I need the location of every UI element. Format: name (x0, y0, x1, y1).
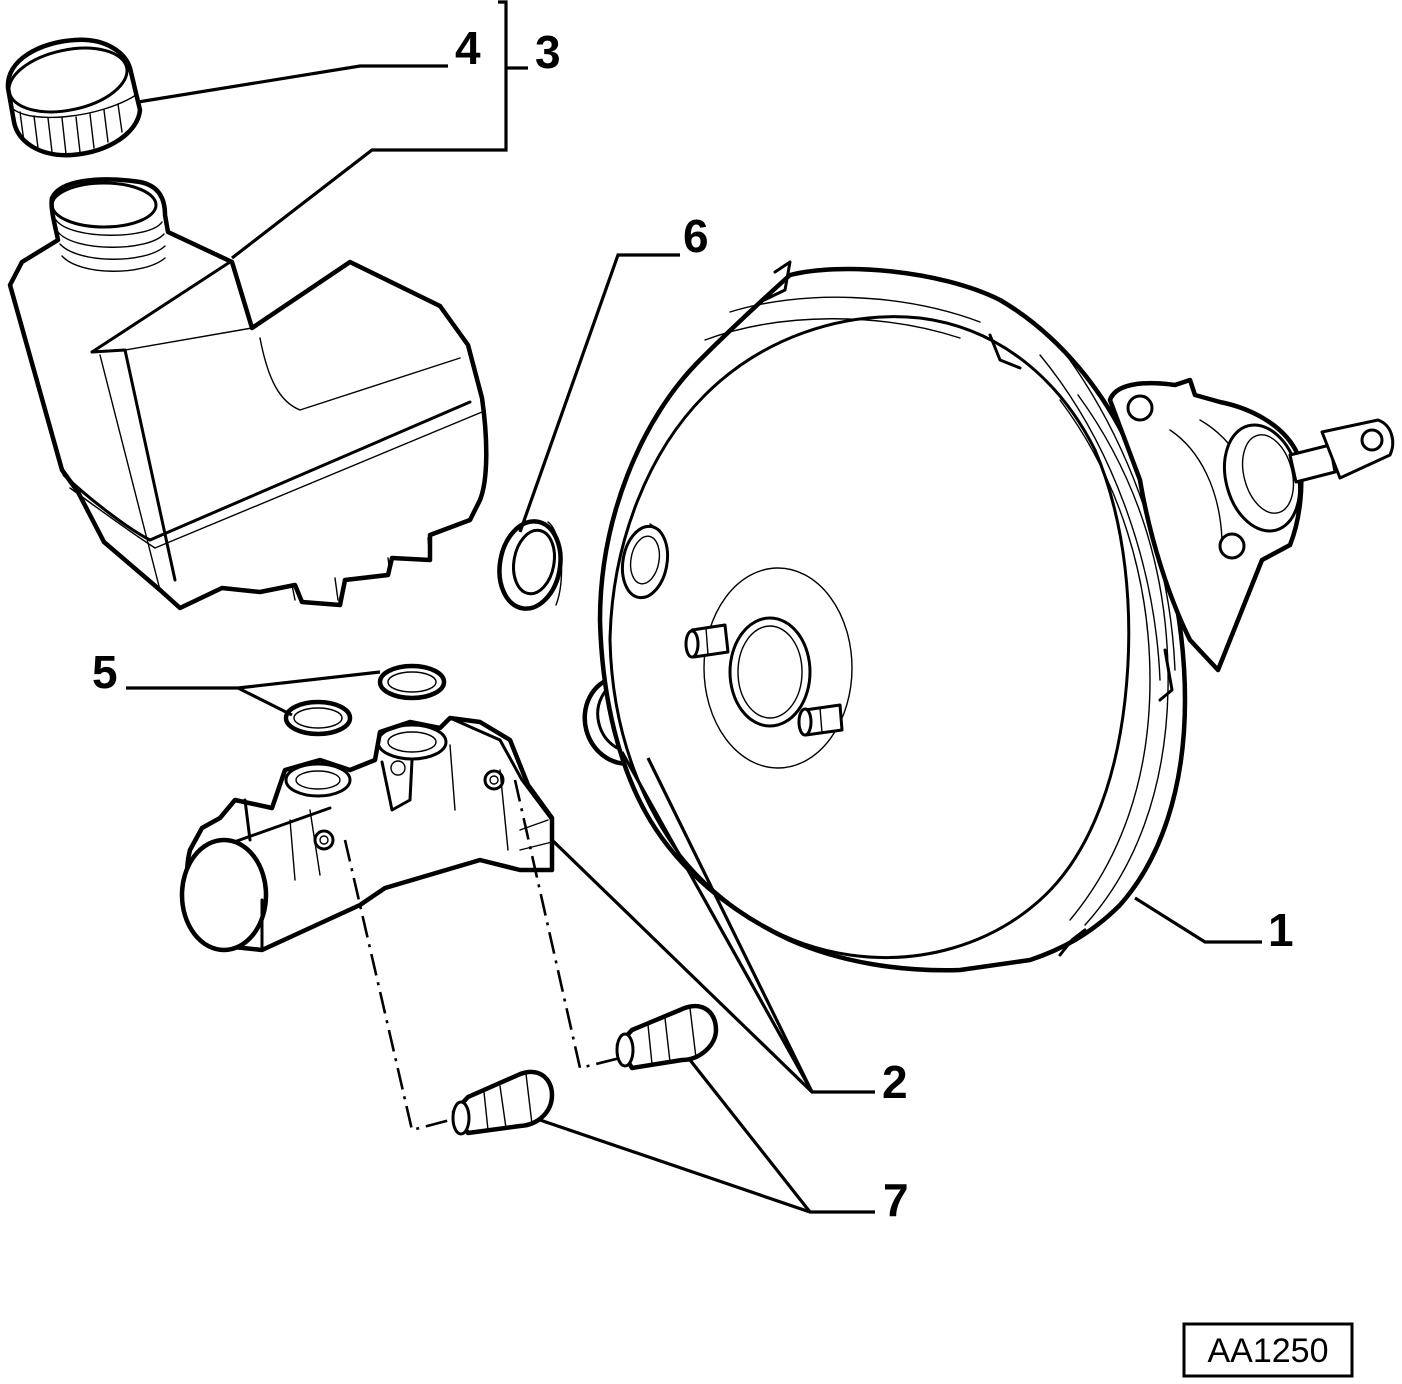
callout-4: 4 (455, 22, 481, 74)
master-cylinder (179, 715, 555, 953)
fluid-reservoir (7, 177, 489, 611)
callout-7: 7 (883, 1174, 909, 1226)
pressure-switches (451, 1003, 719, 1136)
callout-2: 2 (882, 1056, 908, 1108)
drawing-code-box: AA1250 (1182, 1322, 1354, 1378)
callout-3: 3 (535, 26, 561, 78)
reservoir-cap (5, 37, 143, 158)
drawing-code: AA1250 (1208, 1332, 1329, 1370)
brake-booster (597, 260, 1188, 973)
callout-6: 6 (683, 210, 709, 262)
booster-pushrod (1107, 377, 1395, 673)
grommet (497, 519, 563, 611)
callout-5: 5 (92, 646, 118, 698)
leader-lines (126, 0, 1262, 1214)
callout-1: 1 (1268, 904, 1294, 956)
assembly-lines (343, 779, 621, 1132)
reservoir-seals (283, 663, 447, 737)
